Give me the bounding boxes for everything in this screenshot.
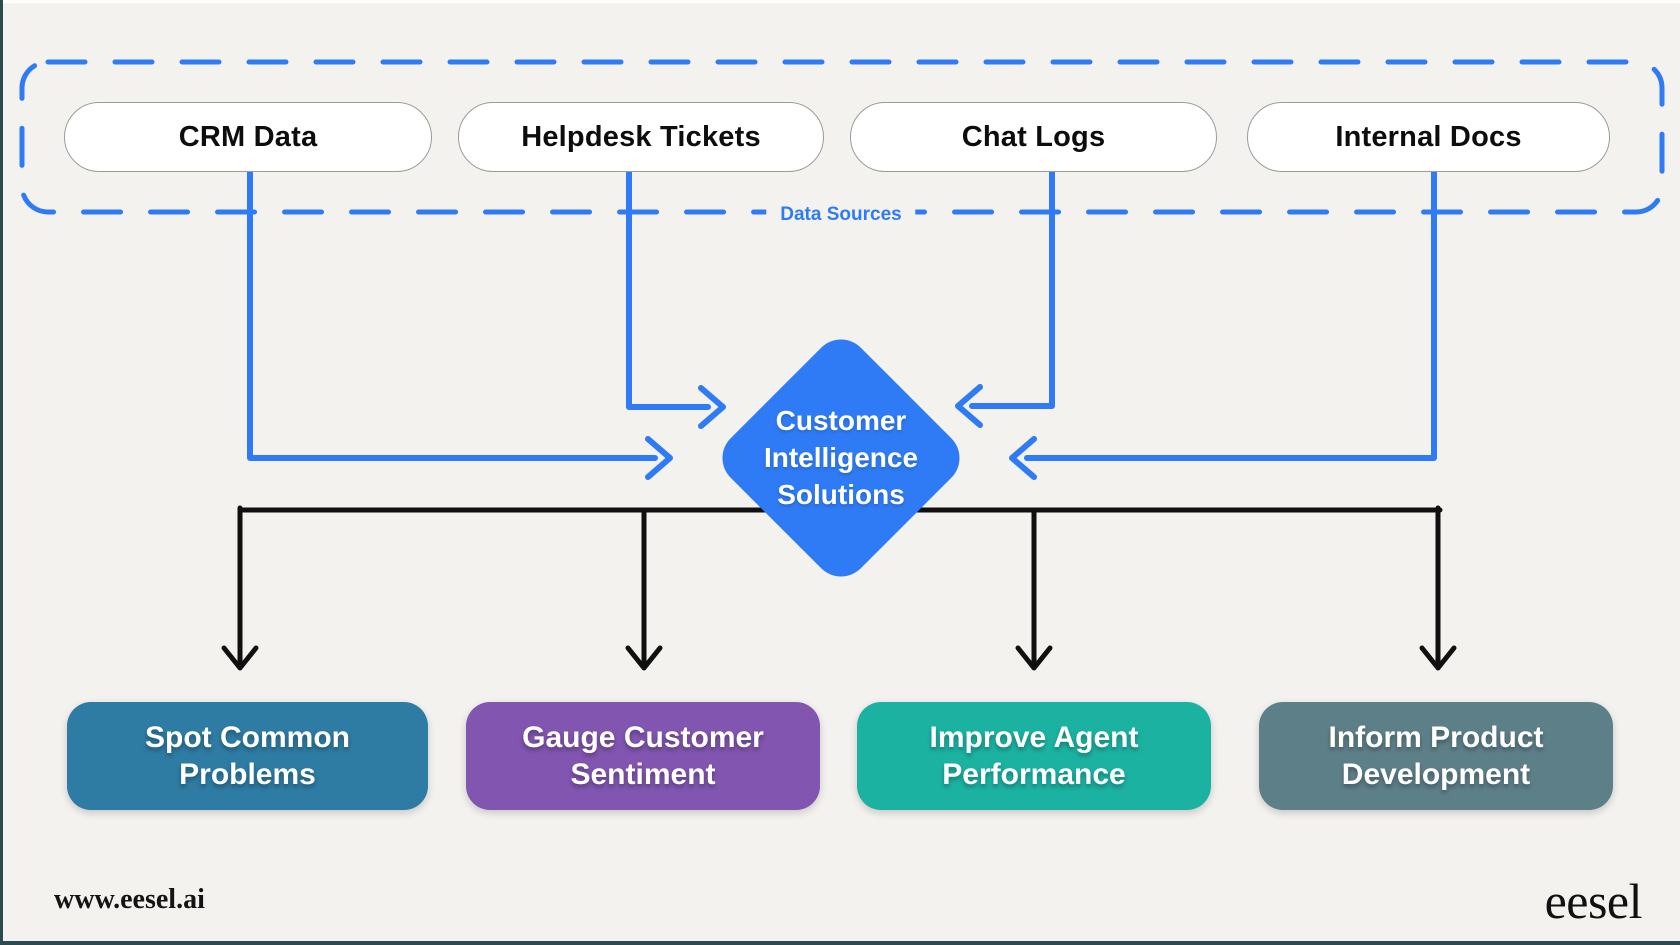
source-box-crm-data: CRM Data — [64, 102, 432, 172]
outcome2-arrowhead — [625, 645, 663, 671]
internaldocs-to-hub-line — [1024, 169, 1437, 461]
internaldocs-to-hub-arrowhead — [1009, 436, 1037, 480]
data-sources-group-label: Data Sources — [766, 202, 916, 228]
source-label: Helpdesk Tickets — [521, 120, 761, 153]
source-box-internal-docs: Internal Docs — [1247, 102, 1610, 172]
outcome-label: Gauge Customer Sentiment — [522, 721, 764, 791]
bottom-edge-strip — [0, 941, 1680, 945]
source-box-helpdesk-tickets: Helpdesk Tickets — [458, 102, 824, 172]
outcome-box-spot-common-problems: Spot Common Problems — [67, 702, 428, 810]
outcome-label: Inform Product Development — [1328, 721, 1544, 791]
outcome-label: Improve Agent Performance — [929, 721, 1139, 791]
top-edge-strip — [0, 0, 1680, 3]
outcome1-arrowhead — [221, 645, 259, 671]
chatlogs-to-hub-arrowhead — [955, 384, 983, 428]
source-label: Chat Logs — [961, 120, 1106, 153]
left-edge-strip — [0, 0, 3, 945]
chatlogs-to-hub-line — [969, 167, 1055, 409]
helpdesk-to-hub-line — [626, 169, 711, 410]
outcome-label: Spot Common Problems — [145, 721, 350, 791]
website-url: www.eesel.ai — [54, 884, 205, 915]
eesel-logo: eesel — [1544, 873, 1643, 929]
crm-to-hub-line — [247, 169, 658, 461]
outcome3-arrowhead — [1015, 645, 1053, 671]
helpdesk-to-hub-arrowhead — [698, 385, 726, 429]
crm-to-hub-arrowhead — [645, 436, 673, 480]
outcome-box-gauge-customer-sentiment: Gauge Customer Sentiment — [466, 702, 820, 810]
outcome4-arrowhead — [1419, 645, 1457, 671]
source-box-chat-logs: Chat Logs — [850, 102, 1217, 172]
source-label: Internal Docs — [1335, 120, 1522, 153]
outcome-box-improve-agent-performance: Improve Agent Performance — [857, 702, 1211, 810]
outcome-box-inform-product-development: Inform Product Development — [1259, 702, 1613, 810]
source-label: CRM Data — [178, 120, 318, 153]
hub-label: Customer Intelligence Solutions — [763, 405, 919, 510]
